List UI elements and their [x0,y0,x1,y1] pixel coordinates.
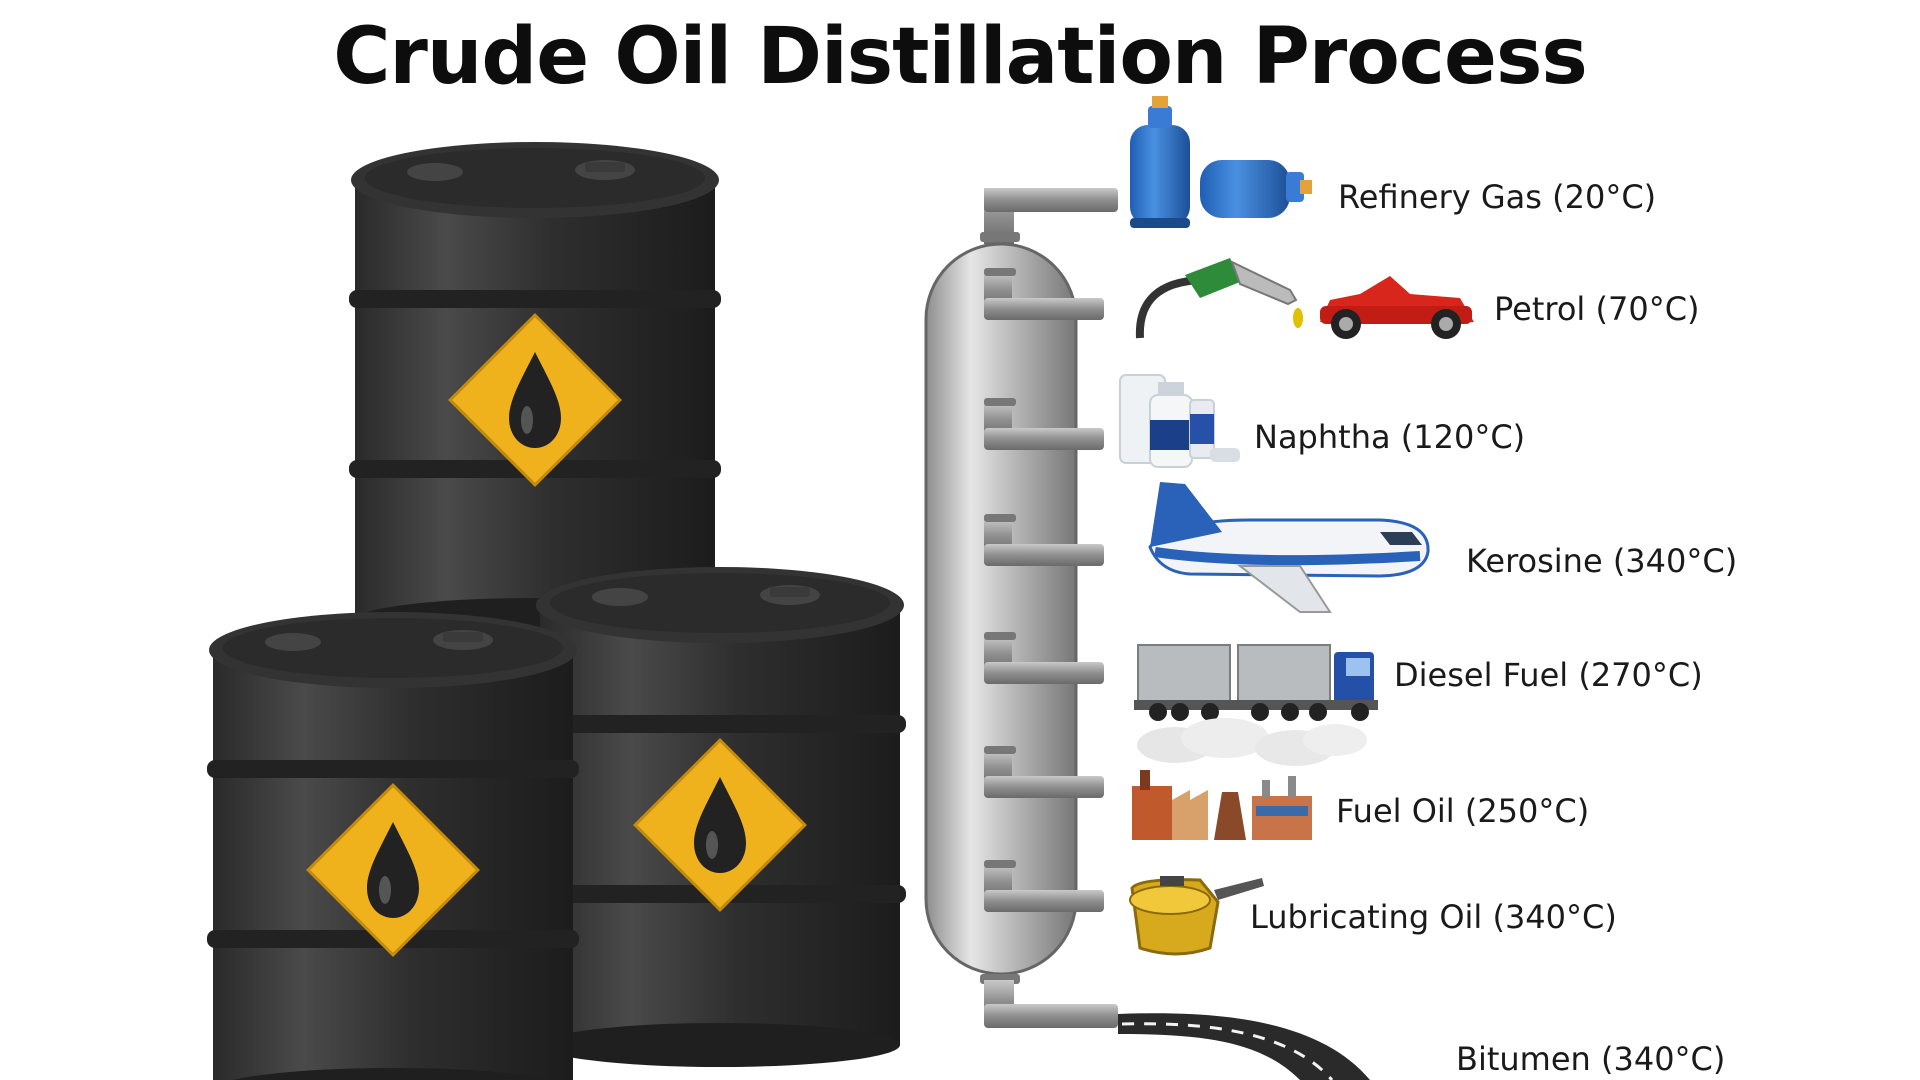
fraction-temp: (70°C) [1595,290,1700,328]
label-kerosine: Kerosine (340°C) [1466,542,1737,580]
barrel-left [205,610,581,1080]
fraction-name: Bitumen [1456,1040,1591,1078]
label-lubricating-oil: Lubricating Oil (340°C) [1250,898,1617,936]
fraction-temp: (20°C) [1552,178,1657,216]
road-icon [1118,1013,1370,1080]
label-petrol: Petrol (70°C) [1494,290,1700,328]
oil-can-icon [1129,876,1264,956]
barrel-right [532,565,908,1069]
diagram-title: Crude Oil Distillation Process [333,12,1588,102]
fraction-temp: (340°C) [1612,542,1738,580]
column-bottom-pipe [980,974,1118,1028]
label-refinery-gas: Refinery Gas (20°C) [1338,178,1656,216]
truck-icon [1134,644,1378,721]
barrel-top [347,140,723,644]
fraction-name: Fuel Oil [1336,792,1455,830]
gas-cylinder-icon [1130,96,1312,228]
fraction-temp: (270°C) [1578,656,1703,694]
factory-icon [1132,718,1367,840]
fraction-name: Kerosine [1466,542,1603,580]
fraction-name: Naphtha [1254,418,1391,456]
fraction-name: Refinery Gas [1338,178,1542,216]
fraction-name: Petrol [1494,290,1586,328]
label-diesel-fuel: Diesel Fuel (270°C) [1394,656,1703,694]
fraction-temp: (250°C) [1464,792,1590,830]
airplane-icon [1148,482,1430,613]
label-fuel-oil: Fuel Oil (250°C) [1336,792,1589,830]
fraction-temp: (340°C) [1600,1040,1726,1078]
fuel-nozzle-car-icon [1135,258,1474,339]
label-bitumen: Bitumen (340°C) [1456,1040,1725,1078]
column-top-pipe [980,188,1118,244]
label-naphtha: Naphtha (120°C) [1254,418,1525,456]
fraction-name: Diesel Fuel [1394,656,1569,694]
fraction-temp: (120°C) [1400,418,1526,456]
fraction-name: Lubricating Oil [1250,898,1483,936]
fraction-temp: (340°C) [1492,898,1617,936]
chemical-bottles-icon [1119,374,1240,468]
